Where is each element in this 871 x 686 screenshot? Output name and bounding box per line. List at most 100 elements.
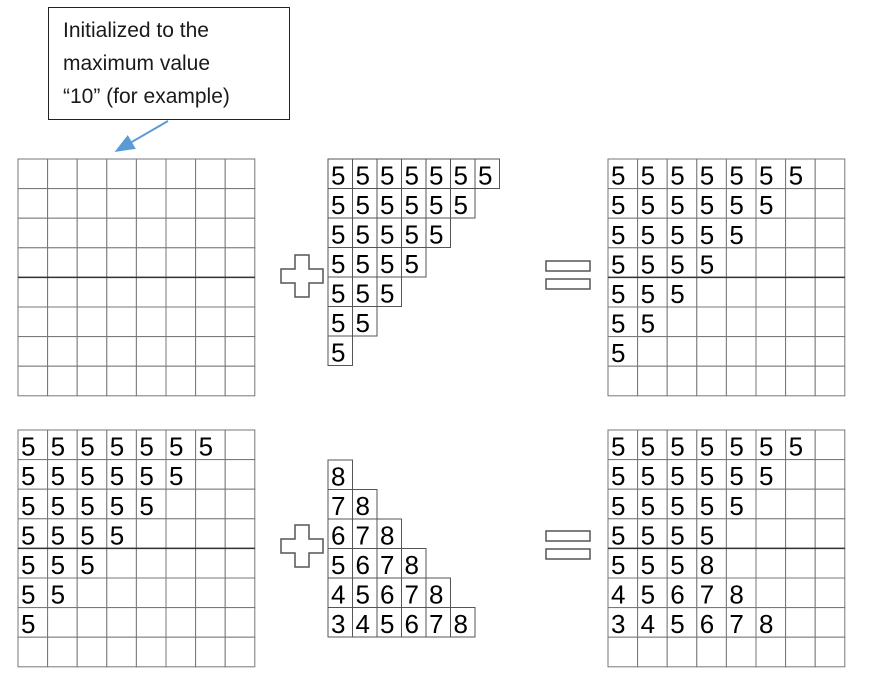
row1-left-cell xyxy=(224,365,256,397)
row1-mid-cell xyxy=(425,217,451,248)
row1-right-cell xyxy=(814,247,846,278)
row1-left-cell xyxy=(106,336,137,367)
row1-left-cell xyxy=(47,306,78,338)
row2-left-cell-value: 5 xyxy=(110,520,124,550)
row2-right-cell xyxy=(725,429,757,461)
row1-left-cell xyxy=(165,276,197,308)
row2-right-cell-value: 5 xyxy=(641,520,655,550)
row2-right-cell xyxy=(725,459,757,490)
row2-right-cell-value: 5 xyxy=(670,432,684,462)
row1-right-cell xyxy=(666,276,698,308)
row1-mid-cell xyxy=(401,217,427,248)
row2-right-cell xyxy=(755,547,787,579)
row2-right-cell xyxy=(696,518,727,549)
row1-left-cell xyxy=(47,336,78,367)
row2-right-cell xyxy=(696,607,727,638)
row2-left-cell xyxy=(165,636,197,668)
row2-left-cell-value: 5 xyxy=(51,432,65,462)
row2-left-cell xyxy=(106,636,137,668)
row1-left-cell xyxy=(106,217,137,249)
row2-right-cell-value: 5 xyxy=(789,432,803,462)
row2-right-cell xyxy=(785,607,816,638)
row1-mid-cell xyxy=(352,217,378,248)
row1-right-cell xyxy=(725,276,757,308)
callout-arrow xyxy=(114,120,169,153)
row1-right-cell-value: 5 xyxy=(670,190,684,220)
row1-left-cell xyxy=(165,365,197,397)
row1-mid-cell-value: 5 xyxy=(478,161,492,191)
row2-left-cell-value: 5 xyxy=(51,580,65,610)
row1-right-cell xyxy=(814,188,846,219)
row1-mid-cell-value: 5 xyxy=(331,249,345,279)
row2-mid-cell xyxy=(327,607,353,638)
row2-mid-cell-value: 7 xyxy=(405,580,419,610)
row2-right-cell xyxy=(755,429,787,461)
row1-mid-cell-value: 5 xyxy=(405,161,419,191)
row1-left-cell xyxy=(106,158,137,190)
row2-left-cell xyxy=(76,607,108,638)
row2-left-cell xyxy=(135,459,167,490)
row1-left-cell xyxy=(76,306,108,338)
row2-left-cell xyxy=(76,577,108,609)
row1-mid-cell-value: 5 xyxy=(380,161,394,191)
row1-mid-cell-value: 5 xyxy=(380,190,394,220)
row2-right-cell xyxy=(755,488,787,520)
callout-line-2: maximum value xyxy=(63,52,211,75)
row1-right-cell xyxy=(785,306,816,338)
row1-mid-cell xyxy=(327,217,353,248)
row1-right-cell xyxy=(666,247,698,278)
row2-right-cell-value: 5 xyxy=(700,461,714,491)
row2-left-cell xyxy=(165,577,197,609)
row2-mid-cell-value: 8 xyxy=(380,521,394,551)
row2-mid-cell xyxy=(425,607,451,638)
row2-right-cell-value: 5 xyxy=(670,491,684,521)
row2-left-cell xyxy=(135,488,167,520)
row1-left-cell xyxy=(76,276,108,308)
row2-mid-cell-value: 5 xyxy=(331,550,345,580)
row2-left-cell xyxy=(165,488,197,520)
row2-mid-cell xyxy=(376,577,402,608)
row2-left-cell-value: 5 xyxy=(199,432,213,462)
row2-left-cell-value: 5 xyxy=(21,432,35,462)
row2-right-cell xyxy=(785,429,816,461)
row2-left-cell xyxy=(47,636,78,668)
row1-right-cell xyxy=(814,276,846,308)
row1-left-cell xyxy=(195,306,226,338)
row1-right-cell xyxy=(755,365,787,397)
row2-left-cell xyxy=(195,488,226,520)
row1-right-cell xyxy=(785,217,816,249)
row2-mid-cell-value: 8 xyxy=(454,609,468,639)
row2-left-cell-value: 5 xyxy=(110,432,124,462)
row2-right-cell xyxy=(666,547,698,579)
row1-mid-cell xyxy=(352,188,378,219)
row2-left-cell xyxy=(106,429,137,461)
row2-left-cell xyxy=(224,488,256,520)
row2-left-cell xyxy=(135,429,167,461)
row1-left-cell xyxy=(165,158,197,190)
row2-mid-cell-value: 3 xyxy=(331,609,345,639)
row1-mid-cell xyxy=(327,335,353,366)
row1-right-cell-value: 5 xyxy=(611,279,625,309)
row2-left-cell xyxy=(135,607,167,638)
row2-right-cell-value: 5 xyxy=(670,461,684,491)
row1-mid-cell-value: 5 xyxy=(380,220,394,250)
row2-right-cell xyxy=(725,518,757,549)
row2-left-cell xyxy=(165,518,197,549)
row1-mid-cell xyxy=(352,247,378,278)
row1-left-cell xyxy=(195,188,226,219)
row2-mid-cell xyxy=(352,489,378,520)
row1-right-cell-value: 5 xyxy=(729,190,743,220)
row1-right-cell-value: 5 xyxy=(670,249,684,279)
row1-right-cell-value: 5 xyxy=(611,309,625,339)
row1-mid-cell-value: 5 xyxy=(356,279,370,309)
row1-left-cell xyxy=(135,336,167,367)
plus-shape xyxy=(280,524,324,568)
equals-icon xyxy=(545,530,591,560)
row1-left-cell xyxy=(76,247,108,278)
row1-left-cell xyxy=(165,306,197,338)
row1-left-cell xyxy=(47,365,78,397)
row2-mid-cell xyxy=(327,459,353,490)
row1-left-cell xyxy=(17,365,49,397)
